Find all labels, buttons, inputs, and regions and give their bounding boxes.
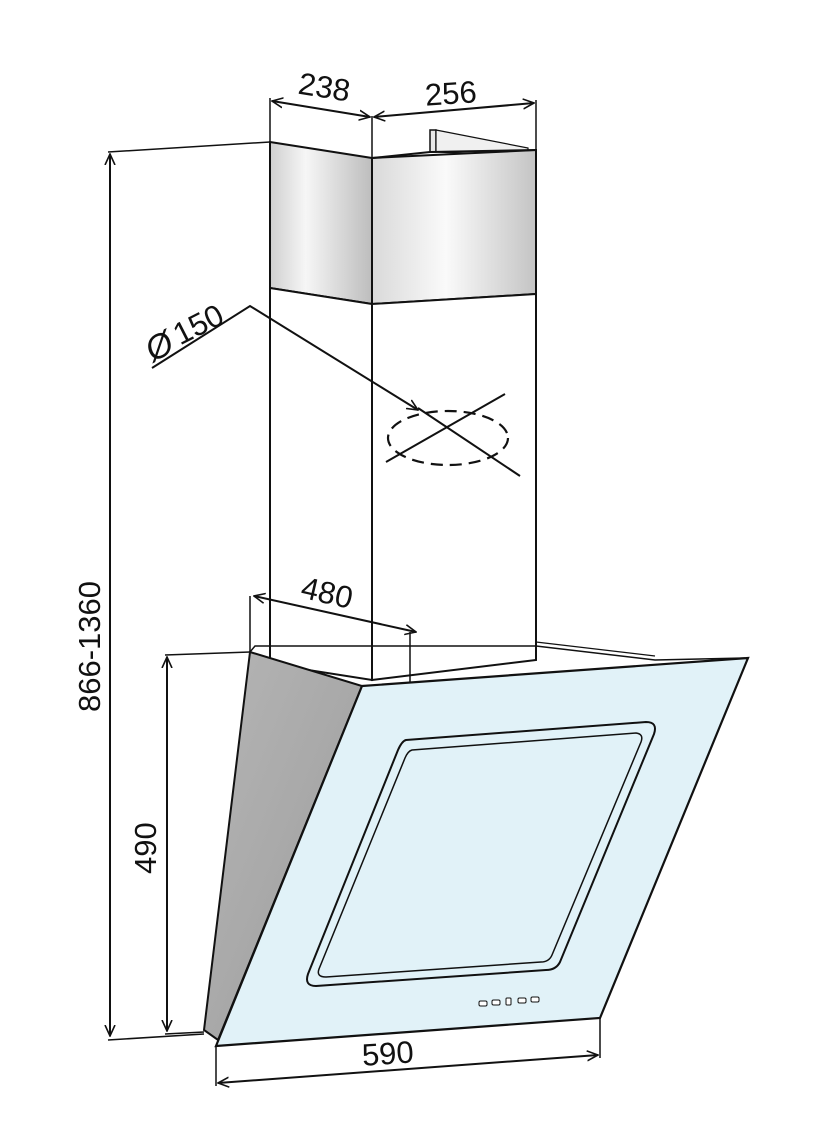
- label-238: 238: [296, 66, 353, 109]
- control-button[interactable]: [492, 1000, 500, 1005]
- label-490: 490: [128, 822, 163, 874]
- control-button[interactable]: [506, 998, 511, 1005]
- label-256: 256: [424, 74, 478, 113]
- control-button[interactable]: [518, 998, 526, 1003]
- label-150: 150: [167, 297, 229, 352]
- chimney-upper-cover: [270, 130, 536, 304]
- label-866-1360: 866-1360: [72, 581, 107, 712]
- chimney-lower: [270, 288, 536, 680]
- control-button[interactable]: [531, 997, 539, 1002]
- label-590: 590: [361, 1034, 415, 1073]
- control-button[interactable]: [479, 1001, 487, 1006]
